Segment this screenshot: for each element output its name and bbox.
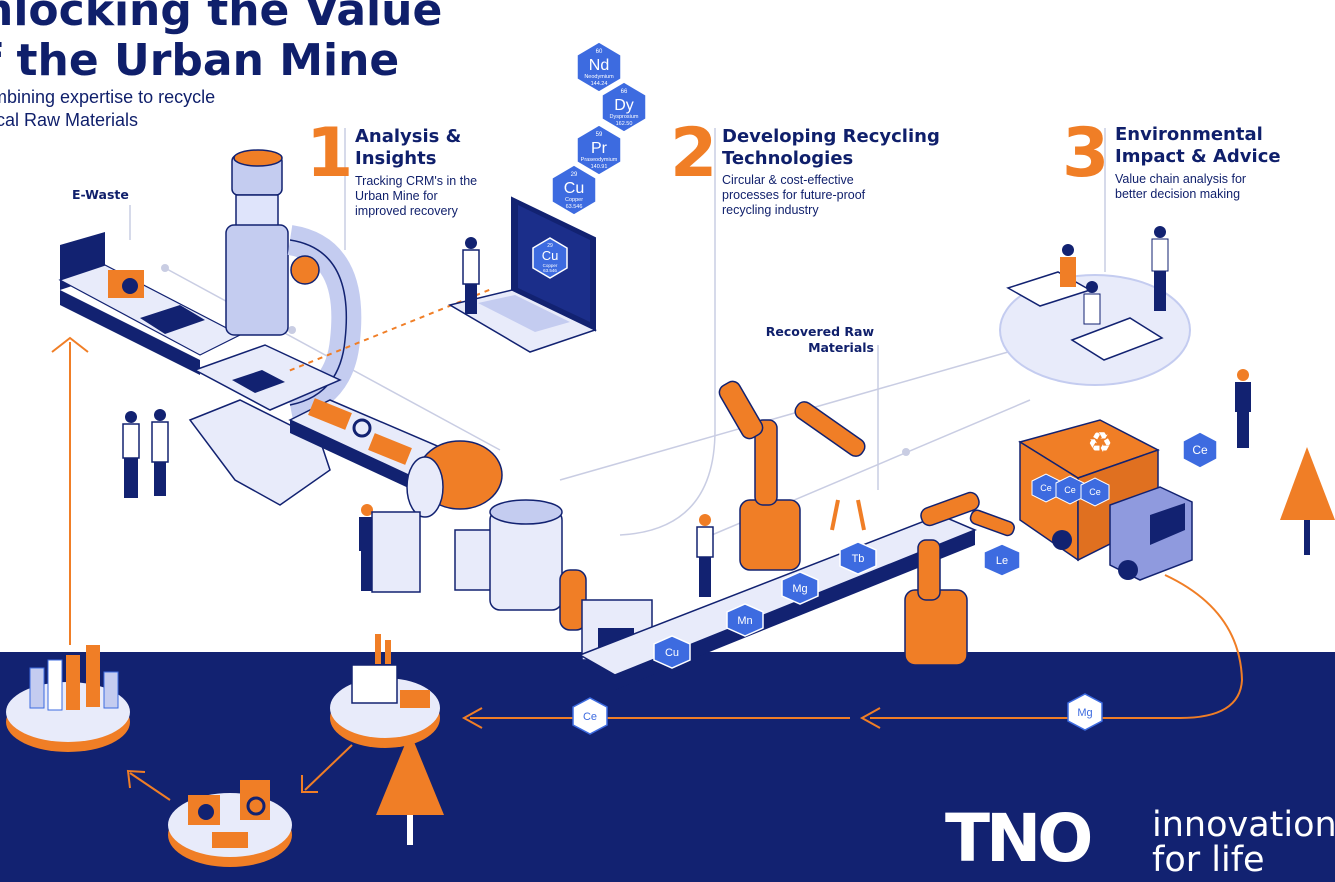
element-name: Neodymium	[584, 74, 614, 80]
step-2-title: Developing Recycling Technologies	[722, 126, 940, 169]
pallet-material: Ce	[1192, 443, 1208, 457]
element-symbol: Pr	[591, 140, 608, 157]
factory-platform	[330, 634, 440, 748]
control-panel-icon	[371, 511, 421, 593]
flow-arrows	[51, 336, 1244, 801]
laptop-element-mass: 63.546	[543, 268, 557, 273]
element-number: 59	[596, 132, 603, 138]
element-symbol: Dy	[614, 97, 634, 114]
e-waste-conveyor	[58, 232, 242, 375]
pallet-box: Ce	[1182, 431, 1218, 469]
element-mass: 144.24	[591, 81, 608, 87]
city-platform	[6, 645, 130, 752]
sorting-conveyor	[288, 287, 503, 518]
laptop-element-tile: 29 Cu Copper 63.546	[532, 237, 568, 279]
e-waste-label: E-Waste	[72, 187, 129, 202]
step-2-number: 2	[670, 114, 718, 193]
truck-material-2: Ce	[1089, 487, 1101, 497]
laptop-element-name: Copper	[543, 263, 558, 268]
person-icon	[359, 504, 375, 591]
devices-platform	[168, 780, 292, 867]
step-2-description: Circular & cost-effective processes for …	[722, 173, 866, 217]
element-number: 60	[596, 49, 603, 55]
robot-arm-icon	[718, 380, 866, 571]
truck-material-boxes: Ce Ce Ce	[1031, 473, 1110, 507]
tree-icon	[1280, 447, 1335, 555]
belt-material-1: Mn	[737, 615, 752, 627]
element-name: Dysprosium	[609, 114, 638, 120]
step-3-description: Value chain analysis for better decision…	[1115, 172, 1247, 201]
laptop-element-number: 29	[547, 243, 553, 249]
hard-drive-icon	[140, 305, 205, 334]
element-symbol: Cu	[564, 180, 584, 197]
processing-tank	[454, 499, 653, 661]
element-hex-3: 29 Cu Copper 63.546	[551, 164, 597, 216]
truck-material-1: Ce	[1064, 485, 1076, 495]
recycle-icon: ♻	[1087, 426, 1112, 459]
element-mass: 63.546	[566, 204, 583, 210]
element-mass: 162.50	[616, 121, 633, 127]
headphones-icon	[352, 418, 372, 438]
flow-material-1: Mg	[1077, 707, 1092, 719]
step-1-title: Analysis & Insights	[355, 126, 462, 169]
belt-material-2: Mg	[792, 583, 807, 595]
person-icon	[696, 514, 714, 597]
brand-tagline: innovation for life	[1152, 805, 1335, 880]
step-3-title: Environmental Impact & Advice	[1115, 124, 1281, 167]
element-name: Copper	[565, 197, 583, 203]
element-hex-0: 60 Nd Neodymium 144.24	[576, 41, 622, 93]
people-figures	[122, 237, 1251, 597]
belt-material-3: Tb	[852, 553, 865, 565]
step-1-number: 1	[306, 114, 354, 193]
tno-logo: TNO	[945, 800, 1093, 877]
person-icon	[122, 411, 140, 498]
truck-material-0: Ce	[1040, 483, 1052, 493]
belt-material-0: Cu	[665, 647, 679, 659]
robot-arm-icon	[904, 491, 1015, 666]
person-icon	[151, 409, 169, 496]
office-platform	[999, 226, 1191, 386]
recovered-materials-label: Recovered Raw Materials	[765, 324, 874, 355]
person-icon	[462, 237, 480, 314]
element-number: 66	[621, 89, 628, 95]
page-title: nlocking the Value f the Urban Mine	[0, 0, 443, 86]
step-1-description: Tracking CRM's in the Urban Mine for imp…	[355, 174, 478, 218]
connector-dot	[161, 264, 169, 272]
page-subtitle: mbining expertise to recycle ical Raw Ma…	[0, 87, 216, 130]
element-hexagons: 60 Nd Neodymium 144.24 66 Dy Dysprosium …	[551, 41, 647, 216]
connector-dot	[288, 326, 296, 334]
belt-material-boxes: Cu Mn Mg Tb Le	[653, 541, 1021, 669]
element-hex-1: 66 Dy Dysprosium 162.50	[601, 81, 647, 133]
person-icon	[1235, 369, 1251, 448]
step-3-number: 3	[1062, 114, 1110, 193]
element-number: 29	[571, 172, 578, 178]
belt-material-4: Le	[996, 555, 1008, 567]
element-name: Praseodymium	[581, 157, 618, 163]
tree-icon	[376, 732, 444, 845]
flow-material-0: Ce	[583, 711, 597, 723]
element-hex-2: 59 Pr Praseodymium 140.91	[576, 124, 622, 176]
flow-material-boxes: Ce Mg	[572, 693, 1103, 735]
microscope-icon	[188, 149, 362, 506]
laptop-element-symbol: Cu	[542, 248, 559, 263]
element-mass: 140.91	[591, 164, 608, 170]
element-symbol: Nd	[589, 57, 609, 74]
connector-dot	[902, 448, 910, 456]
